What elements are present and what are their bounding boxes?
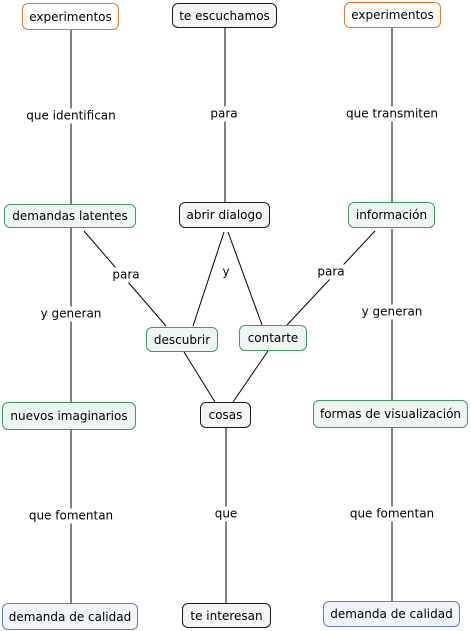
link-label-que-identifican: que identifican <box>24 108 118 124</box>
connector-line <box>232 350 269 403</box>
connector-line <box>192 231 225 327</box>
link-label-que-transmiten: que transmiten <box>344 106 440 122</box>
concept-abrir-dialogo[interactable]: abrir dialogo <box>179 202 270 228</box>
concept-demanda-de-calidad-left[interactable]: demanda de calidad <box>2 603 138 630</box>
link-label-y: y <box>220 264 232 280</box>
concept-formas-de-visualizacion[interactable]: formas de visualización <box>313 400 468 428</box>
concept-experimentos-left[interactable]: experimentos <box>22 3 119 30</box>
concept-informacion[interactable]: información <box>348 202 435 228</box>
concept-descubrir[interactable]: descubrir <box>146 327 218 352</box>
connector-line <box>227 231 263 326</box>
concept-contarte[interactable]: contarte <box>239 325 307 351</box>
link-label-que: que <box>212 506 240 522</box>
link-label-para-center: para <box>208 106 240 122</box>
link-label-para-left: para <box>110 267 142 283</box>
concept-demanda-de-calidad-right[interactable]: demanda de calidad <box>323 601 460 627</box>
link-label-que-fomentan-left: que fomentan <box>26 508 116 524</box>
concept-demandas-latentes[interactable]: demandas latentes <box>4 204 136 228</box>
link-label-que-fomentan-right: que fomentan <box>347 506 437 522</box>
concept-te-escuchamos[interactable]: te escuchamos <box>172 3 277 28</box>
link-label-y-generan-right: y generan <box>359 304 425 320</box>
concept-cosas[interactable]: cosas <box>200 402 251 428</box>
link-label-y-generan-left: y generan <box>38 306 104 322</box>
concept-experimentos-right[interactable]: experimentos <box>344 2 441 28</box>
link-label-para-right: para <box>315 264 347 280</box>
concept-nuevos-imaginarios[interactable]: nuevos imaginarios <box>2 402 136 430</box>
connector-line <box>183 351 216 403</box>
concept-te-interesan[interactable]: te interesan <box>182 603 271 628</box>
